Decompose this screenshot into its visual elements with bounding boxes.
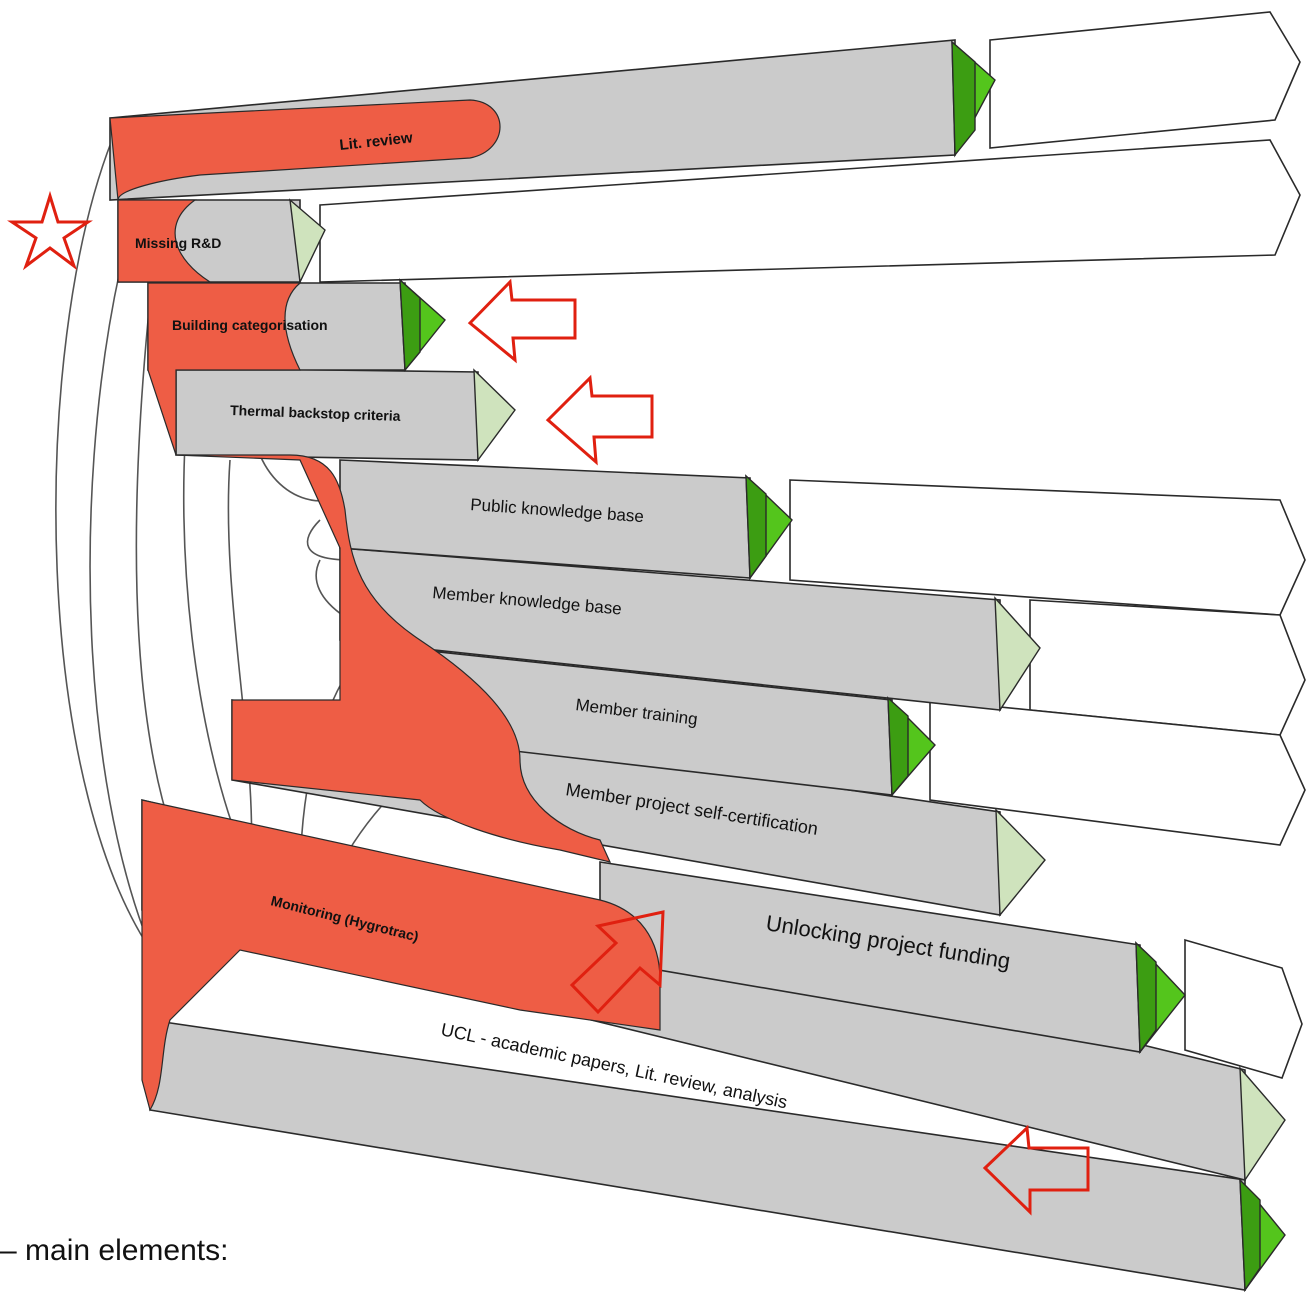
chevron-building-icon — [399, 278, 446, 372]
chevron-ucl-upper-icon — [1239, 1066, 1286, 1183]
arrow-ucl-icon — [982, 1124, 1090, 1216]
star-outline-icon — [7, 190, 93, 271]
chevron-lit-review-icon — [951, 40, 996, 158]
red-annotations — [7, 190, 1090, 1216]
ribbon-unlocking — [1184, 938, 1303, 1079]
red-missing-rd — [117, 199, 213, 283]
red-spine — [147, 282, 612, 863]
arrow-monitoring-icon — [569, 910, 665, 1015]
arrow-building-icon — [467, 278, 577, 364]
chevron-public-kb-icon — [745, 474, 793, 581]
arrow-thermal-icon — [545, 374, 654, 466]
chevron-missing-rd-icon — [289, 198, 326, 285]
ribbon-member-training — [929, 699, 1306, 846]
ribbon-lit-review — [989, 11, 1301, 149]
label-building: Building categorisation — [172, 317, 328, 333]
chevron-self-cert-icon — [995, 808, 1046, 917]
bar-ribbons — [319, 11, 1306, 1079]
chevron-ucl-lower-icon — [1239, 1177, 1286, 1293]
chevron-markers — [289, 40, 1286, 1293]
ribbon-public-kb — [789, 479, 1306, 616]
chevron-unlocking-icon — [1135, 941, 1186, 1055]
red-lit-review — [109, 99, 501, 201]
chevron-member-kb-icon — [994, 596, 1041, 713]
label-thermal: Thermal backstop criteria — [230, 402, 401, 424]
red-monitoring — [141, 799, 661, 1112]
chevron-member-training-icon — [887, 696, 936, 797]
ribbon-missing-rd — [319, 139, 1301, 283]
ribbon-member-kb — [1029, 599, 1306, 736]
label-missing-rd: Missing R&D — [135, 235, 221, 251]
chevron-thermal-icon — [473, 368, 516, 463]
caption-line-1: – main elements: — [0, 1234, 229, 1267]
red-regions — [109, 99, 661, 1112]
